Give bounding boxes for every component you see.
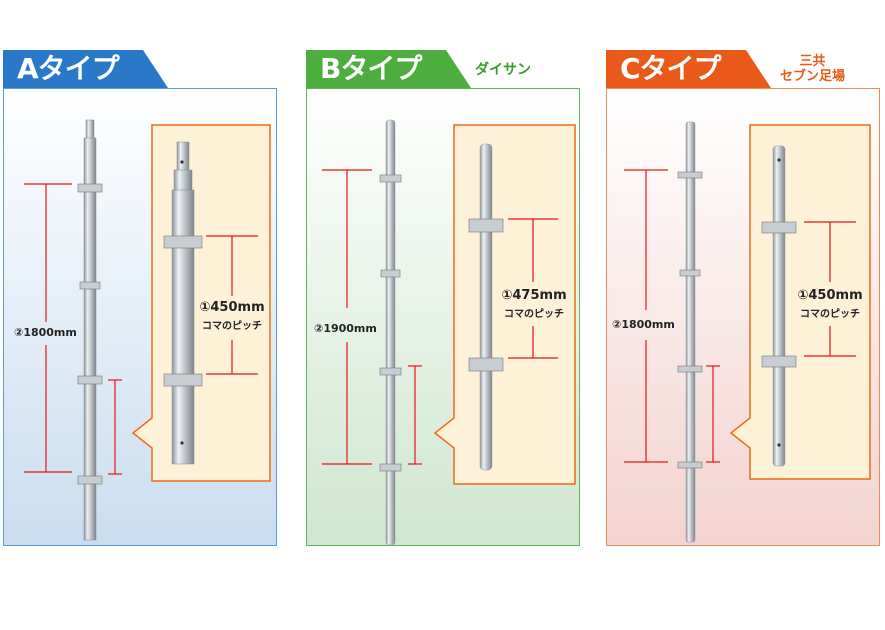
tab-a-title: Aタイプ — [17, 52, 120, 85]
pitch-caption-a: コマのピッチ — [202, 321, 262, 332]
dimension-line-b-length — [322, 169, 422, 465]
tab-b-title: Bタイプ — [320, 52, 422, 85]
pole-c — [677, 121, 703, 543]
tab-c-title: Cタイプ — [620, 52, 722, 85]
callout-a — [131, 124, 271, 482]
pitch-label-c: ①450mm コマのピッチ — [786, 288, 874, 320]
length-label-a: ②1800mm — [14, 326, 77, 339]
length-label-c: ②1800mm — [612, 318, 675, 331]
pitch-value-c: ①450mm — [797, 288, 863, 303]
pole-b — [379, 119, 402, 546]
dimension-line-c-length — [624, 169, 720, 463]
tab-b-type: Bタイプ — [306, 50, 471, 88]
length-label-b: ②1900mm — [314, 322, 377, 335]
maker-c: 三共 セブン足場 — [780, 54, 846, 84]
pitch-label-b: ①475mm コマのピッチ — [490, 288, 578, 320]
tab-a-type: Aタイプ — [3, 50, 168, 88]
callout-c — [729, 124, 871, 480]
pitch-value-a: ①450mm — [199, 300, 265, 315]
maker-b: ダイサン — [475, 62, 531, 78]
pitch-caption-c: コマのピッチ — [800, 309, 860, 320]
pitch-caption-b: コマのピッチ — [504, 309, 564, 320]
callout-b — [433, 124, 576, 485]
tab-c-type: Cタイプ — [606, 50, 771, 88]
pole-a — [77, 119, 103, 541]
pitch-label-a: ①450mm コマのピッチ — [188, 300, 276, 332]
dimension-line-a-length — [24, 183, 122, 475]
pitch-value-b: ①475mm — [501, 288, 567, 303]
